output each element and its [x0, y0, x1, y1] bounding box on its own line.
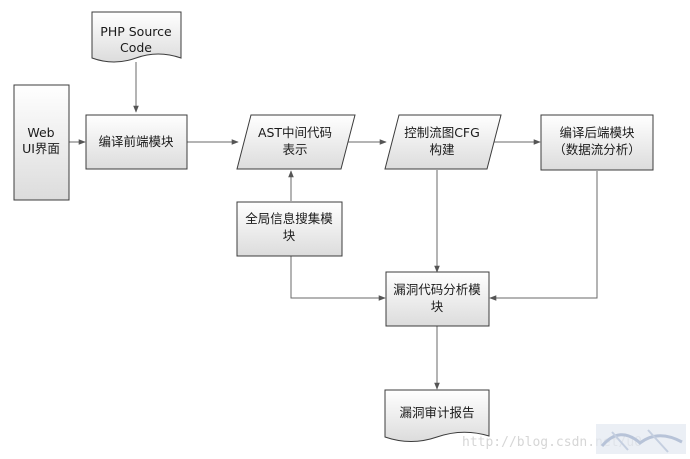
audit-report-node: 漏洞审计报告 [384, 389, 490, 442]
compiler-frontend-node: 编译前端模块 [85, 114, 188, 170]
frontend-label: 编译前端模块 [98, 134, 174, 149]
vuln-analysis-node: 漏洞代码分析模 块 [385, 271, 490, 327]
web-ui-line-2: UI界面 [22, 141, 60, 156]
vuln-analysis-line-1: 漏洞代码分析模 [393, 282, 481, 297]
compiler-backend-node: 编译后端模块 （数据流分析） [540, 114, 654, 171]
php-source-line-2: Code [120, 40, 152, 55]
arrow-backend-to-vuln [489, 171, 598, 301]
web-ui-node: Web UI界面 [13, 84, 70, 201]
php-source-code-node: PHP Source Code [91, 11, 182, 63]
backend-line-1: 编译后端模块 [559, 125, 635, 140]
cfg-line-2: 构建 [429, 142, 455, 157]
ast-line-1: AST中间代码 [258, 125, 332, 140]
cfg-line-1: 控制流图CFG [404, 125, 480, 140]
backend-line-2: （数据流分析） [553, 142, 641, 157]
global-info-line-2: 块 [283, 228, 296, 243]
php-source-line-1: PHP Source [100, 24, 172, 39]
web-ui-line-1: Web [27, 125, 54, 140]
watermark: http://blog.csdn.net/u0 [462, 424, 686, 454]
watermark-logo [596, 424, 686, 454]
ast-line-2: 表示 [282, 142, 307, 157]
cfg-build-node: 控制流图CFG 构建 [384, 114, 502, 170]
arrow-global-to-vuln [290, 256, 386, 301]
vuln-analysis-line-2: 块 [431, 299, 444, 314]
global-info-node: 全局信息搜集模 块 [236, 201, 343, 257]
global-info-line-1: 全局信息搜集模 [245, 211, 333, 226]
audit-report-label: 漏洞审计报告 [399, 405, 474, 420]
connectors [69, 62, 598, 390]
ast-intermediate-node: AST中间代码 表示 [236, 114, 356, 170]
